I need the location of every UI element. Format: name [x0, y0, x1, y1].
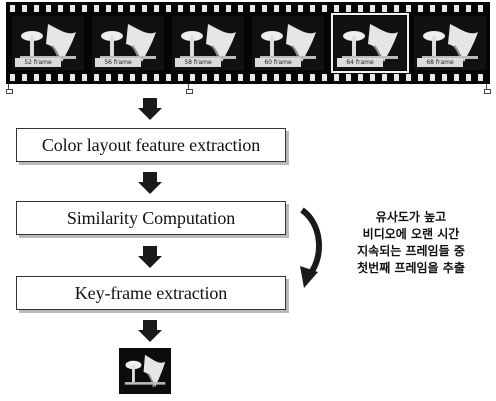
side-note-line: 첫번째 프레임을 추출: [357, 261, 465, 275]
video-frame: 56 frame: [92, 16, 164, 70]
step-color-layout-feature-extraction: Color layout feature extraction: [16, 128, 286, 162]
frame-image: [124, 354, 166, 388]
timeline-marker: [186, 84, 193, 94]
side-note-line: 유사도가 높고: [375, 210, 447, 224]
side-note-line: 비디오에 오랜 시간: [362, 227, 460, 241]
frame-image: [422, 24, 478, 63]
down-arrow-icon: [138, 246, 162, 268]
video-frame: 58 frame: [172, 16, 244, 70]
timeline-marker: [6, 84, 13, 94]
frame-caption: 58 frame: [175, 58, 221, 67]
side-note-line: 지속되는 프레임들 중: [357, 244, 465, 258]
down-arrow-icon: [138, 98, 162, 120]
timeline-marker: [484, 84, 491, 94]
video-frame: 52 frame: [12, 16, 84, 70]
frame-caption: 64 frame: [337, 58, 383, 67]
video-frame: 60 frame: [252, 16, 324, 70]
curved-arrow-icon: [300, 207, 323, 288]
video-frame: 68 frame: [414, 16, 486, 70]
video-filmstrip: 52 frame 56 frame 58 frame 60 frame: [6, 2, 490, 84]
filmstrip-perforations-top: [10, 5, 486, 12]
down-arrow-icon: [138, 172, 162, 194]
step-key-frame-extraction: Key-frame extraction: [16, 276, 286, 310]
step-similarity-computation: Similarity Computation: [16, 201, 286, 235]
filmstrip-perforations-bottom: [10, 74, 486, 81]
frame-image: [100, 24, 156, 63]
extracted-keyframe-image: [119, 348, 171, 394]
side-note: 유사도가 높고 비디오에 오랜 시간 지속되는 프레임들 중 첫번째 프레임을 …: [326, 209, 496, 277]
frame-image: [20, 24, 76, 63]
frame-image: [260, 24, 316, 63]
video-frame-selected: 64 frame: [331, 13, 409, 73]
frame-caption: 56 frame: [95, 58, 141, 67]
frame-caption: 52 frame: [15, 58, 61, 67]
frame-caption: 60 frame: [255, 58, 301, 67]
down-arrow-icon: [138, 320, 162, 342]
frame-caption: 68 frame: [417, 58, 463, 67]
